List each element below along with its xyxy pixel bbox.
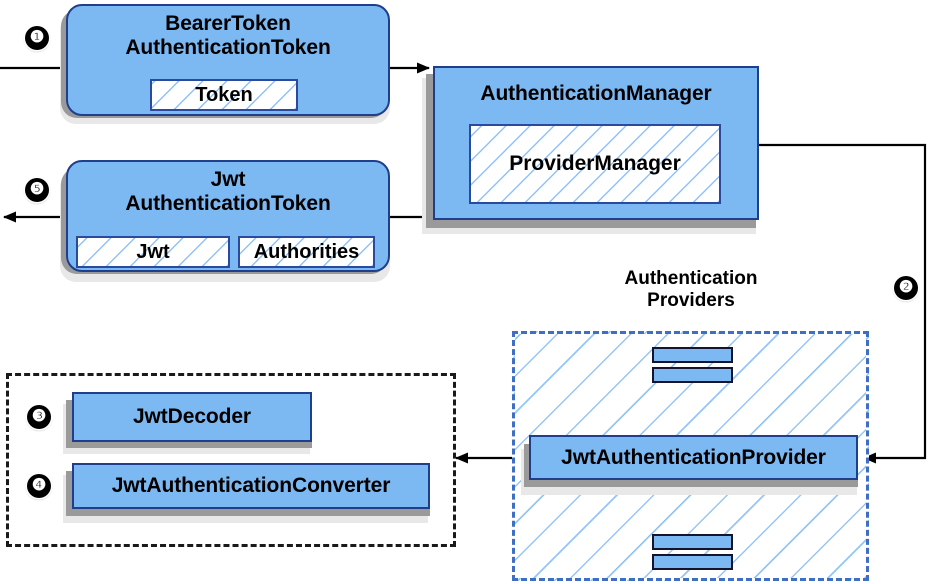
jwt-token-compartment-jwt: Jwt	[76, 236, 230, 268]
providers-label-line2: Providers	[647, 289, 735, 311]
step-marker-5: ❺	[25, 178, 49, 202]
jwt-token-title-line1: Jwt	[210, 168, 246, 191]
bearer-token-compartment-token: Token	[150, 79, 298, 111]
node-jwt-decoder[interactable]: JwtDecoder	[72, 392, 312, 442]
jwt-decoder-label: JwtDecoder	[132, 405, 252, 429]
step-marker-3: ❸	[27, 405, 51, 429]
jwt-authentication-converter-label: JwtAuthenticationConverter	[111, 474, 391, 498]
authentication-manager-title: AuthenticationManager	[480, 82, 712, 105]
authentication-manager-compartment-provider-manager: ProviderManager	[469, 124, 721, 204]
providers-label-line1: Authentication	[624, 268, 758, 289]
provider-manager-label: ProviderManager	[509, 152, 681, 175]
bearer-token-title-line1: BearerToken	[165, 12, 291, 35]
provider-stack-bar-bottom-1	[652, 534, 733, 550]
jwt-token-compartment-authorities-label: Authorities	[253, 240, 360, 263]
provider-stack-bar-top-2	[652, 367, 733, 383]
bearer-token-title-line2: AuthenticationToken	[125, 35, 331, 59]
node-bearer-token-authentication-token[interactable]: BearerToken AuthenticationToken	[66, 4, 390, 116]
jwt-token-title-line2: AuthenticationToken	[125, 191, 331, 215]
provider-stack-bar-bottom-2	[652, 554, 733, 570]
node-jwt-authentication-provider[interactable]: JwtAuthenticationProvider	[529, 435, 858, 480]
step-marker-1: ❶	[25, 26, 49, 50]
bearer-token-compartment-label: Token	[195, 83, 253, 106]
authentication-providers-group-label: Authentication Providers	[576, 268, 806, 312]
step-marker-4: ❹	[27, 474, 51, 498]
jwt-token-compartment-authorities: Authorities	[238, 236, 375, 268]
provider-stack-bar-top-1	[652, 347, 733, 363]
jwt-authentication-provider-label: JwtAuthenticationProvider	[561, 445, 826, 469]
support-components-container	[6, 373, 456, 547]
step-marker-2: ❷	[894, 276, 918, 300]
node-jwt-authentication-converter[interactable]: JwtAuthenticationConverter	[72, 463, 430, 509]
jwt-token-compartment-jwt-label: Jwt	[136, 240, 170, 263]
